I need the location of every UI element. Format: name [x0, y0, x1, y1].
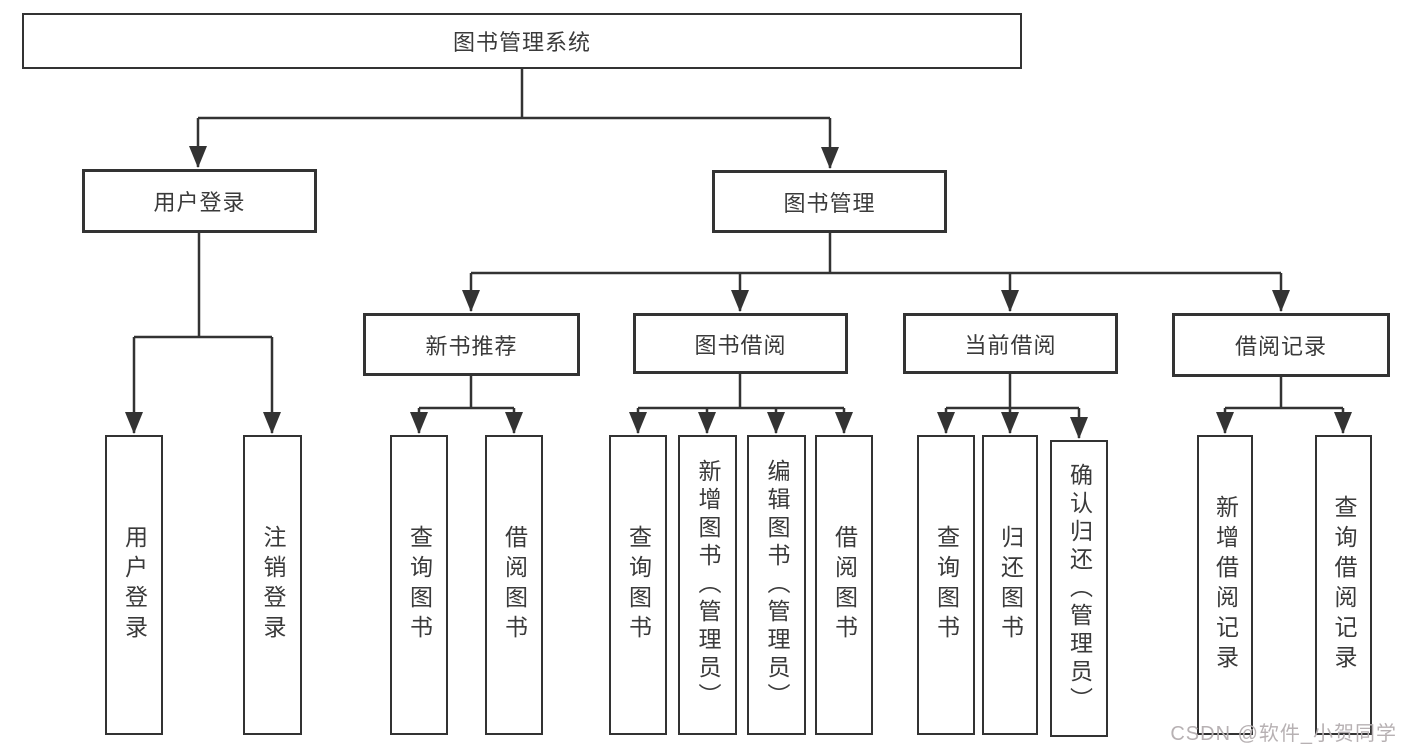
node-leaf-logout: 注销登录	[243, 435, 302, 735]
node-leaf-label: 查询图书	[933, 525, 960, 645]
node-leaf-return-books: 归还图书	[982, 435, 1038, 735]
node-leaf-label: 查询图书	[406, 525, 433, 645]
node-book-borrowing: 图书借阅	[633, 313, 848, 374]
node-leaf-edit-books-admin: 编辑图书（管理员）	[747, 435, 806, 735]
node-leaf-label: 确认归还（管理员）	[1066, 462, 1093, 715]
node-leaf-query-books-3: 查询图书	[917, 435, 975, 735]
node-leaf-label: 编辑图书（管理员）	[764, 459, 790, 711]
node-leaf-label: 查询图书	[625, 525, 652, 645]
node-leaf-borrow-books-2: 借阅图书	[815, 435, 873, 735]
node-leaf-label: 借阅图书	[501, 525, 528, 645]
node-current-borrowing: 当前借阅	[903, 313, 1118, 374]
node-book-management-branch: 图书管理	[712, 170, 947, 233]
node-leaf-user-login: 用户登录	[105, 435, 163, 735]
node-leaf-confirm-return-admin: 确认归还（管理员）	[1050, 440, 1108, 737]
node-leaf-label: 查询借阅记录	[1331, 495, 1357, 675]
node-leaf-query-books-2: 查询图书	[609, 435, 667, 735]
node-leaf-borrow-books-1: 借阅图书	[485, 435, 543, 735]
node-leaf-label: 新增借阅记录	[1212, 495, 1239, 675]
node-new-book-recommendation: 新书推荐	[363, 313, 580, 376]
node-leaf-label: 归还图书	[997, 525, 1024, 645]
node-leaf-add-books-admin: 新增图书（管理员）	[678, 435, 737, 735]
node-leaf-query-books-1: 查询图书	[390, 435, 448, 735]
csdn-watermark: CSDN @软件_小贺同学	[1170, 723, 1397, 745]
node-borrowing-records: 借阅记录	[1172, 313, 1390, 377]
node-leaf-label: 新增图书（管理员）	[695, 459, 721, 711]
node-leaf-label: 借阅图书	[831, 525, 858, 645]
node-leaf-label: 注销登录	[260, 525, 286, 645]
node-leaf-add-borrow-record: 新增借阅记录	[1197, 435, 1253, 735]
node-library-management-system: 图书管理系统	[22, 13, 1022, 69]
connector-arrows	[125, 118, 1352, 439]
node-user-login-branch: 用户登录	[82, 169, 317, 233]
node-leaf-query-borrow-record: 查询借阅记录	[1315, 435, 1372, 735]
node-leaf-label: 用户登录	[121, 525, 148, 645]
